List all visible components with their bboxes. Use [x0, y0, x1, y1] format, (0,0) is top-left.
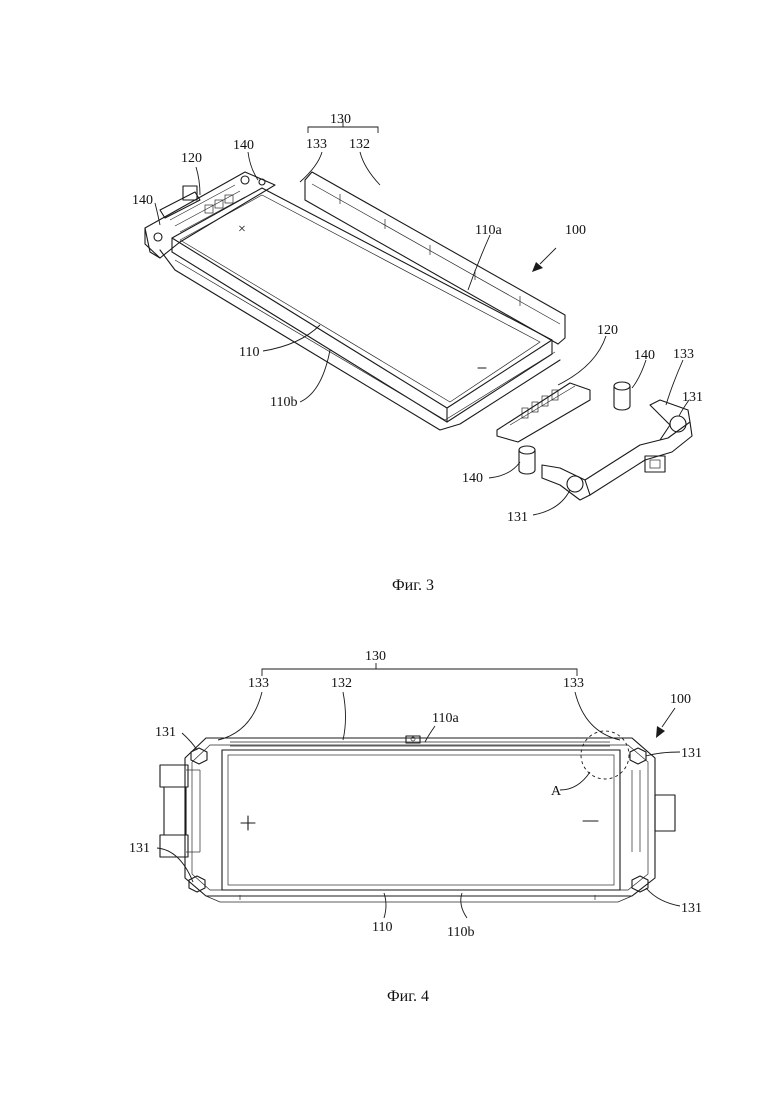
label-131-bottom-right: 131 — [681, 901, 702, 916]
label-133-left: 133 — [248, 676, 269, 691]
label-133: 133 — [306, 137, 327, 152]
figure-3-leaders — [155, 121, 689, 515]
label-110a: 110a — [475, 223, 502, 238]
label-140-left: 140 — [132, 193, 153, 208]
cell-holder-plate — [160, 250, 560, 430]
label-110b: 110b — [270, 395, 297, 410]
figure-4-caption: Фиг. 4 — [387, 988, 429, 1005]
label-100: 100 — [565, 223, 586, 238]
spacer-140-lower — [519, 446, 535, 474]
label-131-top-right: 131 — [681, 746, 702, 761]
figure-3-labels: 130 133 132 120 140 140 110a 100 110 110… — [132, 112, 703, 525]
left-connector — [160, 765, 200, 857]
label-120-right: 120 — [597, 323, 618, 338]
label-131-bottom-left: 131 — [129, 841, 150, 856]
positive-terminal-mark: × — [238, 222, 246, 237]
label-110a: 110a — [432, 711, 459, 726]
figure-3-caption: Фиг. 3 — [392, 577, 434, 594]
label-131-top-left: 131 — [155, 725, 176, 740]
cover-132 — [305, 172, 565, 344]
figure-4-leaders — [157, 692, 680, 918]
label-140-right: 140 — [634, 348, 655, 363]
label-131-right: 131 — [682, 390, 703, 405]
label-132: 132 — [349, 137, 370, 152]
label-110b: 110b — [447, 925, 474, 940]
label-131-bottom: 131 — [507, 510, 528, 525]
label-133-right: 133 — [563, 676, 584, 691]
label-140-top: 140 — [233, 138, 254, 153]
brace-130 — [262, 663, 577, 676]
right-connector — [632, 770, 675, 852]
spacer-140-upper — [614, 382, 630, 410]
label-140-bottom: 140 — [462, 471, 483, 486]
figure-4: 130 133 132 133 100 131 110a 131 A 131 1… — [129, 649, 702, 1005]
plus-terminal-icon — [241, 816, 255, 830]
label-120: 120 — [181, 151, 202, 166]
label-130: 130 — [365, 649, 386, 664]
label-133-right: 133 — [673, 347, 694, 362]
module-frame-100 — [185, 736, 655, 902]
battery-cell-110-top-view — [222, 750, 620, 890]
label-100: 100 — [670, 692, 691, 707]
label-130: 130 — [330, 112, 351, 127]
label-110: 110 — [372, 920, 392, 935]
figure-3: × — [132, 112, 703, 594]
label-A: A — [551, 784, 562, 799]
label-110: 110 — [239, 345, 259, 360]
label-132: 132 — [331, 676, 352, 691]
left-end-frame — [145, 172, 275, 258]
corner-bosses-131 — [189, 748, 648, 892]
